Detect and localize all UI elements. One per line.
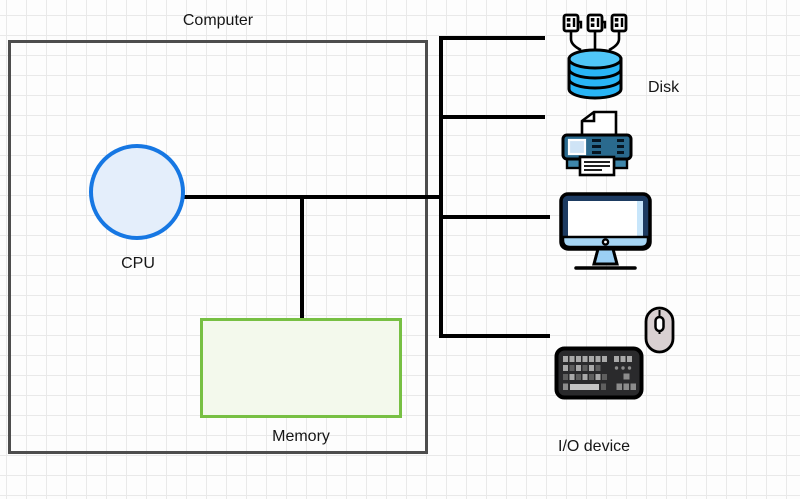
monitor-icon [559,192,652,270]
branch-disk-line [439,36,545,40]
cpu-node [89,144,185,240]
branch-monitor-line [439,215,550,219]
cpu-label: CPU [121,255,155,272]
io-bus-line [439,36,443,338]
branch-keyboard-line [439,334,550,338]
mouse-icon [644,306,675,354]
keyboard-icon [554,346,644,400]
io-device-label: I/O device [558,438,631,455]
cpu-bus-line [184,195,441,199]
computer-label: Computer [182,12,254,29]
disk-icon [562,13,628,100]
memory-connector-line [300,195,304,318]
computer-container [8,40,428,454]
disk-label: Disk [648,79,680,96]
memory-label: Memory [272,428,330,445]
printer-icon [561,110,633,177]
branch-printer-line [439,115,545,119]
memory-node [200,318,402,418]
